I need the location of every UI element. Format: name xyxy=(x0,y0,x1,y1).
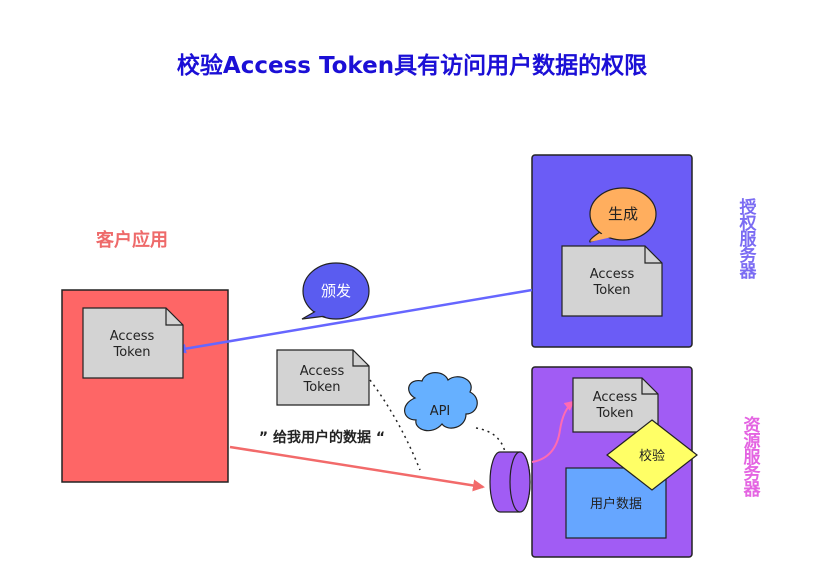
token-text-line1: Access xyxy=(590,267,635,282)
token-text-line1: Access xyxy=(593,390,638,405)
user-data-label: 用户数据 xyxy=(590,496,642,512)
issue-speech-bubble: 颁发 xyxy=(301,262,370,320)
client-access-token-document: Access Token xyxy=(82,307,184,379)
issue-token-arrow xyxy=(176,288,533,354)
token-text-line1: Access xyxy=(300,364,345,379)
resource-access-token-document: Access Token xyxy=(572,377,659,433)
client-app-label: 客户应用 xyxy=(96,230,168,251)
diagram-title: 校验Access Token具有访问用户数据的权限 xyxy=(176,53,648,79)
api-dotted-connector xyxy=(475,427,506,453)
token-dotted-connector xyxy=(369,379,421,471)
token-text-line2: Token xyxy=(113,345,151,360)
verify-diamond: 校验 xyxy=(606,419,698,491)
api-cloud: API xyxy=(404,372,478,432)
request-data-label: ” 给我用户的数据 “ xyxy=(259,429,385,446)
token-text-line2: Token xyxy=(593,283,631,298)
transit-access-token-document: Access Token xyxy=(276,349,370,406)
generate-label: 生成 xyxy=(608,205,638,223)
request-data-arrow xyxy=(229,445,485,492)
issue-label: 颁发 xyxy=(321,282,351,300)
token-text-line2: Token xyxy=(303,380,341,395)
authorization-server-label: 授权服务器 xyxy=(739,198,757,282)
verify-token-arrow xyxy=(531,400,575,463)
token-text-line2: Token xyxy=(596,406,634,421)
api-endpoint-cylinder xyxy=(489,451,531,513)
resource-server-label: 资源服务器 xyxy=(743,416,761,500)
verify-label: 校验 xyxy=(639,448,665,464)
auth-access-token-document: Access Token xyxy=(561,245,663,317)
api-label: API xyxy=(430,404,451,419)
generate-speech-bubble: 生成 xyxy=(589,187,657,243)
token-text-line1: Access xyxy=(110,329,155,344)
